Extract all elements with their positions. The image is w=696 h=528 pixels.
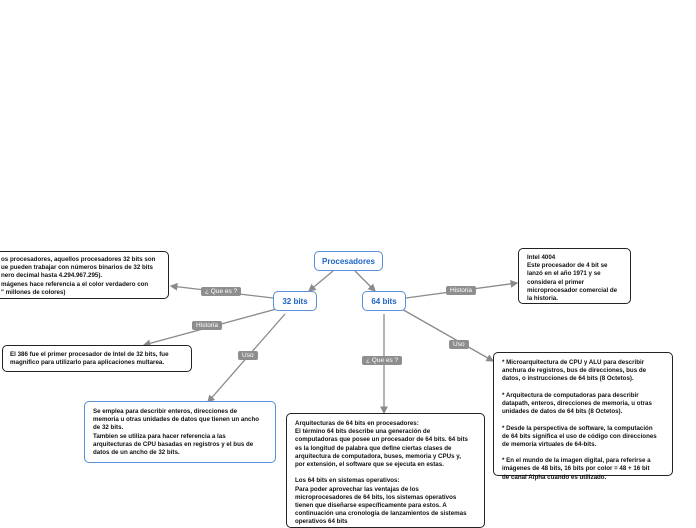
root-node-procesadores[interactable]: Procesadores [314,251,383,271]
branch-32-label: 32 bits [282,296,308,306]
tag-64-historia: Historia [446,286,477,295]
tag-32-historia: Historia [192,321,223,330]
note-32-historia[interactable]: El 386 fue el primer procesador de Intel… [2,345,192,372]
note-64-historia[interactable]: Intel 4004 Este procesador de 4 bit se l… [518,248,631,304]
tag-64-uso: Uso [449,340,469,349]
tag-32-que-es: ¿ Que es ? [201,287,242,296]
note-32-que-es[interactable]: os procesadores, aquellos procesadores 3… [0,251,169,299]
tag-32-uso: Uso [238,351,258,360]
branch-node-64-bits[interactable]: 64 bits [362,291,406,311]
branch-64-label: 64 bits [371,296,397,306]
branch-node-32-bits[interactable]: 32 bits [273,291,317,311]
note-32-uso[interactable]: Se emplea para describir enteros, direcc… [84,401,276,463]
note-64-que-es[interactable]: Arquitecturas de 64 bits en procesadores… [286,413,485,528]
root-label: Procesadores [322,256,375,266]
note-64-uso[interactable]: * Microarquitectura de CPU y ALU para de… [493,352,673,481]
tag-64-que-es: ¿ Que es ? [362,356,403,365]
